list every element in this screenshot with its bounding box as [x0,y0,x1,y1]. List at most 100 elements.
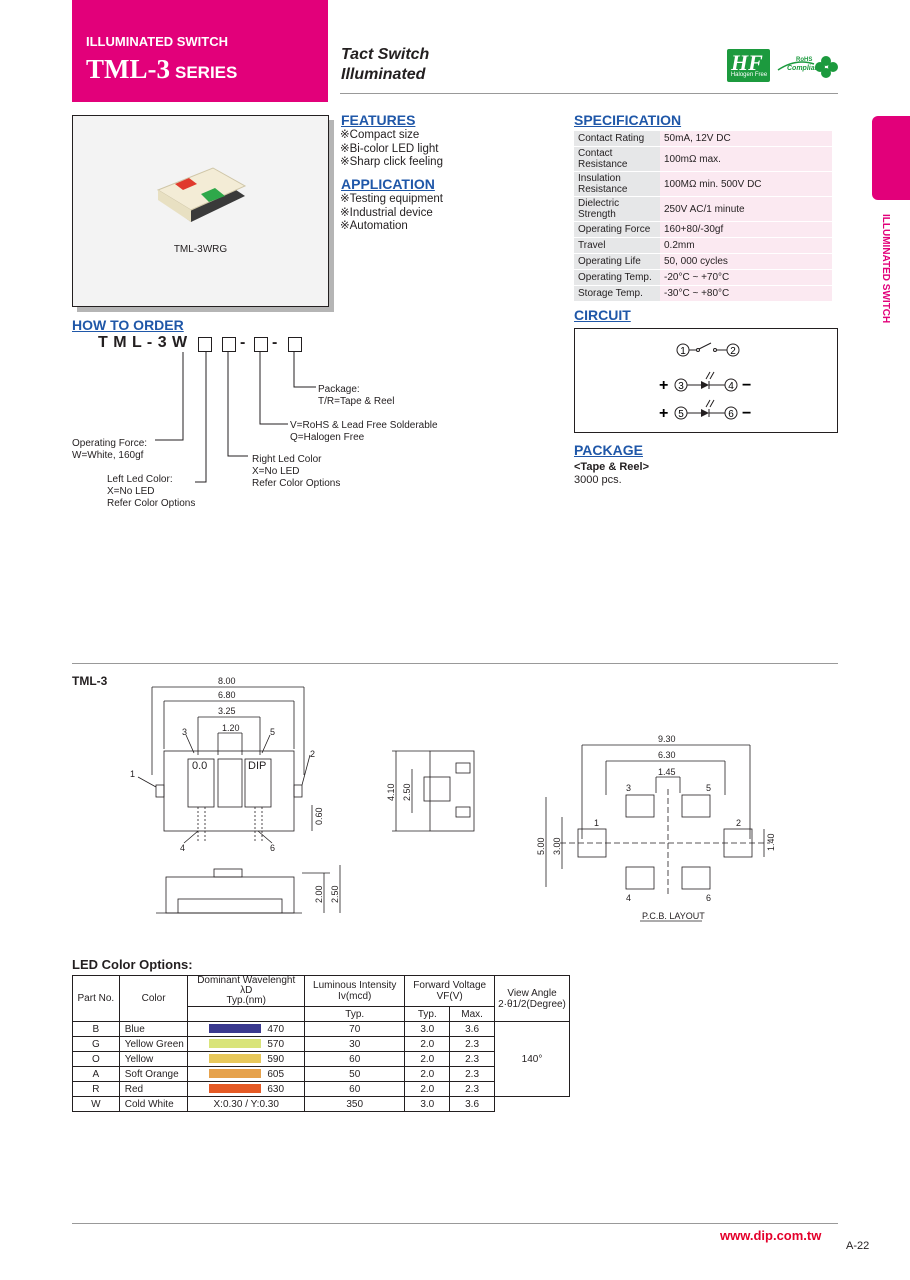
header-series-name: TML-3 [86,54,170,84]
order-box-package [288,337,302,352]
svg-text:4: 4 [728,381,734,392]
order-dash: - [240,334,246,351]
spec-key: Operating Temp. [574,269,660,286]
spec-key: Dielectric Strength [574,196,660,222]
svg-text:4: 4 [626,893,631,903]
svg-text:3: 3 [678,381,684,392]
features-list: ※Compact size ※Bi-color LED light ※Sharp… [340,129,443,170]
spec-value: 250V AC/1 minute [660,196,832,222]
svg-text:2: 2 [310,749,315,759]
svg-text:1: 1 [594,818,599,828]
svg-text:−: − [742,405,751,422]
svg-text:3.25: 3.25 [218,706,236,716]
header-divider [340,93,838,94]
spec-key: Storage Temp. [574,285,660,302]
dimension-drawing: 8.00 6.80 3.25 1.20 1 2 3 4 5 6 0.0 DIP … [130,676,776,922]
order-box-right-led [222,337,236,352]
spec-row: Operating Temp.-20°C ~ +70°C [574,269,832,286]
svg-text:1: 1 [130,769,135,779]
color-swatch [209,1054,262,1064]
svg-text:5.00: 5.00 [536,837,546,855]
spec-key: Contact Rating [574,131,660,147]
package-quantity: 3000 pcs. [574,474,622,486]
footer-divider [72,1223,838,1224]
svg-text:0.0: 0.0 [192,760,207,772]
svg-text:0.60: 0.60 [314,807,324,825]
svg-text:+: + [659,377,668,394]
subcol-intensity-typ: Typ. [304,1006,406,1022]
spec-key: Contact Resistance [574,146,660,172]
color-swatch [209,1024,262,1034]
subcol-voltage-typ: Typ. [404,1006,451,1022]
subcol-voltage-max: Max. [449,1006,495,1022]
svg-text:5: 5 [706,783,711,793]
package-subheading: <Tape & Reel> [574,461,649,473]
side-tab-label: ILLUMINATED SWITCH [880,214,891,324]
spec-value: 100mΩ max. [660,146,832,172]
spec-key: Operating Force [574,221,660,238]
color-swatch [209,1069,262,1079]
svg-text:4: 4 [180,843,185,853]
spec-value: -20°C ~ +70°C [660,269,832,286]
svg-text:1: 1 [680,346,686,357]
led-options-heading: LED Color Options: [72,957,193,972]
spec-value: 100MΩ min. 500V DC [660,171,832,197]
rohs-logo: RoHS Compliant [776,52,838,82]
svg-text:1.40: 1.40 [766,833,776,851]
spec-key: Travel [574,237,660,254]
footer-url[interactable]: www.dip.com.tw [720,1228,822,1243]
feature-item: ※Sharp click feeling [340,156,443,168]
svg-text:6.30: 6.30 [658,750,676,760]
clover-icon [777,56,838,78]
order-box-rohs [254,337,268,352]
page-title-line1: Tact Switch [341,46,430,63]
order-note-package: Package:T/R=Tape & Reel [318,384,395,407]
col-color: Color [118,975,189,1022]
svg-text:1.45: 1.45 [658,767,676,777]
circuit-diagram: 1 2 + 3 4 − + 5 6 − [574,328,838,433]
svg-text:2.00: 2.00 [314,885,324,903]
spec-value: -30°C ~ +80°C [660,285,832,302]
svg-text:+: + [659,405,668,422]
svg-text:5: 5 [678,409,684,420]
svg-text:−: − [742,377,751,394]
feature-item: ※Bi-color LED light [340,142,439,155]
how-to-order-heading: HOW TO ORDER [72,317,184,333]
product-photo-caption: TML-3WRG [173,244,228,255]
order-code: T M L - 3 W [98,334,188,351]
svg-text:3.00: 3.00 [552,837,562,855]
feature-item: ※Compact size [340,129,420,141]
svg-text:P.C.B. LAYOUT: P.C.B. LAYOUT [642,911,705,921]
col-part-no: Part No. [72,975,120,1022]
order-note-operating-force: Operating Force:W=White, 160gf [72,438,148,461]
spec-key: Insulation Resistance [574,171,660,197]
spec-value: 50, 000 cycles [660,253,832,270]
circuit-schematic: 1 2 + 3 4 − + 5 6 − [659,342,751,422]
svg-text:8.00: 8.00 [218,676,236,686]
application-heading: APPLICATION [341,176,435,192]
color-swatch [209,1039,262,1049]
svg-text:6: 6 [728,409,734,420]
application-item: ※Testing equipment [340,193,443,205]
page-number: A-22 [846,1240,870,1252]
header-series-word: SERIES [175,63,238,82]
spec-value: 50mA, 12V DC [660,131,832,147]
side-tab [872,116,910,200]
